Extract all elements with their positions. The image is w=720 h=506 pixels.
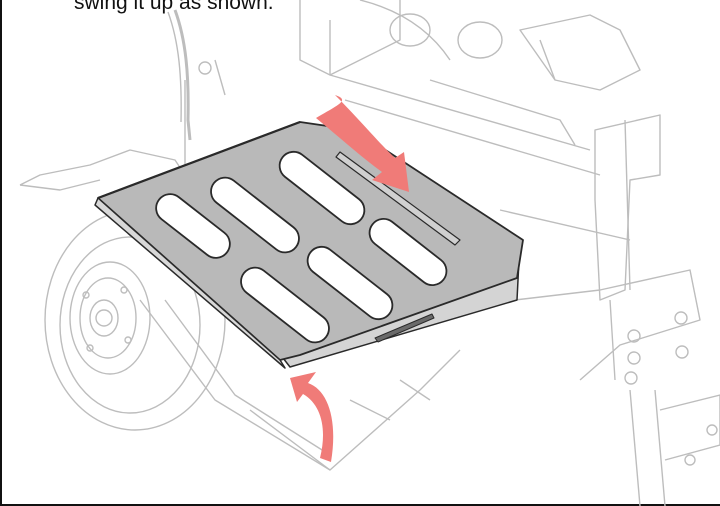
tray-slots [155, 150, 448, 344]
curved-arrow-down-right-icon [316, 95, 409, 192]
tray-surface [97, 121, 524, 361]
instruction-caption: swing it up as shown. [74, 0, 274, 14]
background-machinery [19, 0, 720, 506]
log-tray [94, 120, 524, 369]
curved-arrow-up-icon [290, 372, 334, 462]
